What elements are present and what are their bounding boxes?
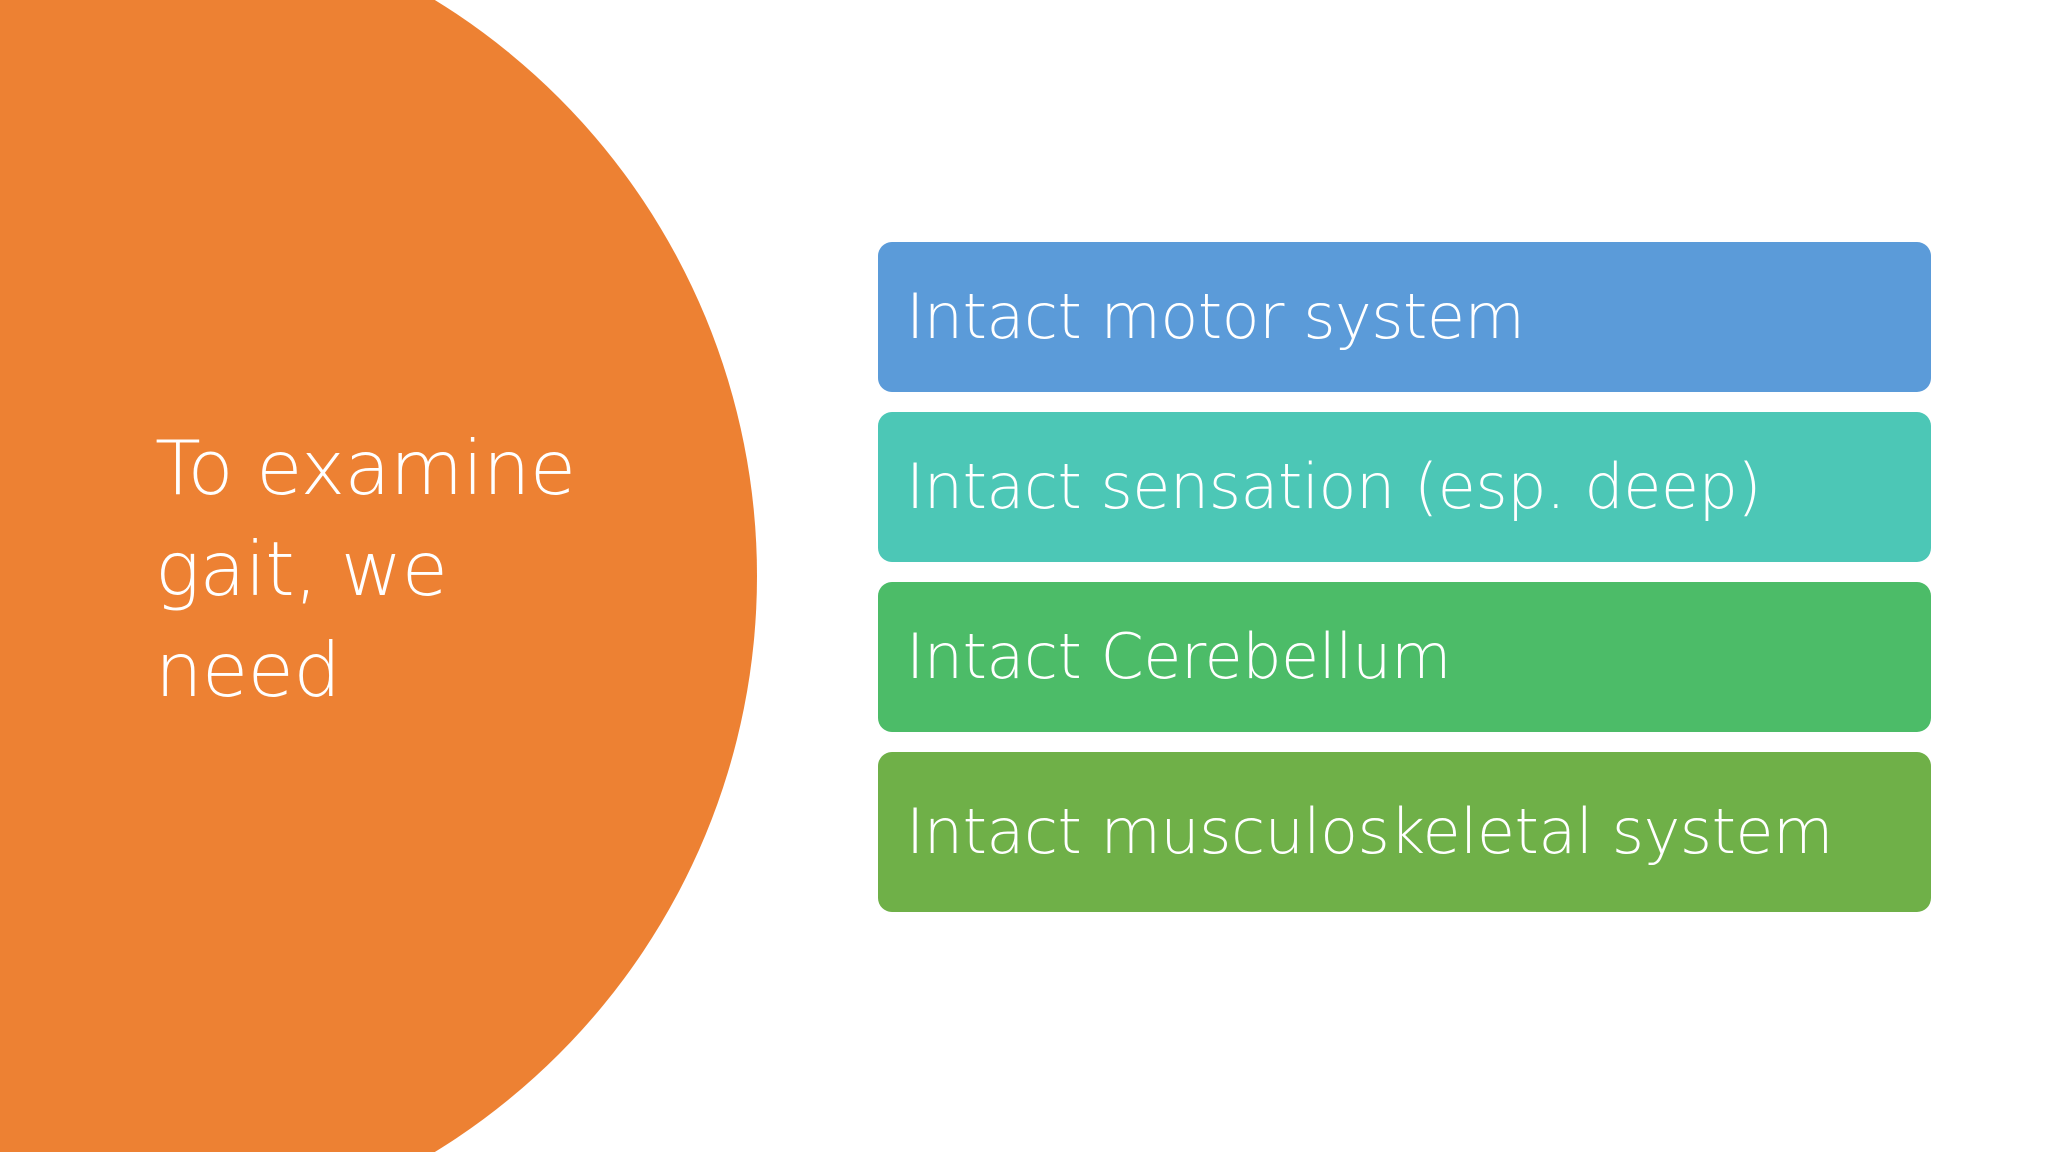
bar-label: Intact musculoskeletal system [906, 795, 1833, 869]
list-item-musculoskeletal-system[interactable]: Intact musculoskeletal system [878, 752, 1931, 912]
list-item-cerebellum[interactable]: Intact Cerebellum [878, 582, 1931, 732]
list-item-sensation[interactable]: Intact sensation (esp. deep) [878, 412, 1931, 562]
callout-text: To examine gait, we need [155, 424, 576, 714]
bar-label: Intact Cerebellum [906, 620, 1451, 694]
requirements-list: Intact motor system Intact sensation (es… [878, 242, 1931, 912]
list-item-motor-system[interactable]: Intact motor system [878, 242, 1931, 392]
orange-circle-shape [0, 0, 757, 1152]
bar-label: Intact sensation (esp. deep) [906, 450, 1762, 524]
bar-label: Intact motor system [906, 280, 1525, 354]
